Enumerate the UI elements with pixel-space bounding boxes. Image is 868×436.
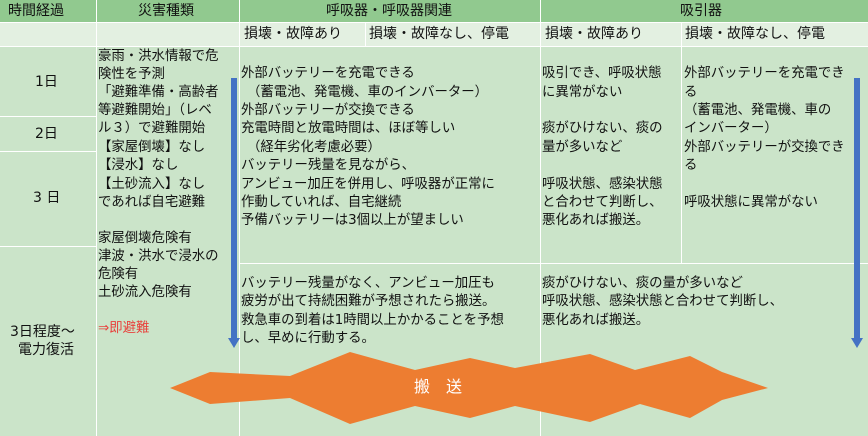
disaster-line: 危険有 — [98, 267, 139, 282]
subheader-suction-ok: 損壊・故障なし、停電 — [685, 26, 825, 42]
time-late-line1: 3日程度～ — [10, 324, 75, 340]
header-disaster: 災害種類 — [138, 3, 194, 19]
suction-damaged-line: 悪化あれば搬送。 — [542, 213, 650, 228]
subheader-suction-ok-cell — [681, 22, 868, 46]
disaster-line: 「避難準備・高齢者 — [98, 85, 219, 100]
grid-line — [0, 22, 868, 23]
disaster-line: であれば自宅避難 — [98, 195, 205, 210]
respirator-bottom-line: 救急車の到着は1時間以上かかることを予想 — [241, 313, 504, 328]
time-day3: 3 日 — [33, 190, 61, 206]
grid-line — [0, 246, 96, 247]
subheader-suction-damaged-cell — [540, 22, 681, 46]
time-day1-cell — [0, 46, 96, 116]
suction-damaged-line: 痰がひけない、痰の — [542, 121, 663, 136]
suction-bottom-line: 痰がひけない、痰の量が多いなど — [542, 276, 743, 291]
transport-burst-icon — [170, 352, 768, 424]
header-respirator: 呼吸器・呼吸器関連 — [326, 3, 452, 19]
disaster-body-cell — [96, 46, 239, 436]
disaster-line: ル３）で避難開始 — [98, 121, 206, 136]
respirator-top-line: 外部バッテリーを充電できる — [241, 66, 415, 81]
suction-ok-line: る — [684, 85, 698, 100]
header-disaster-cell — [96, 0, 239, 22]
grid-line — [540, 0, 541, 436]
suction-ok-line: インバーター） — [684, 121, 778, 136]
time-day2-cell — [0, 116, 96, 151]
suction-damaged-line: と合わせて判断し、 — [542, 195, 663, 210]
grid-line — [0, 151, 96, 152]
evacuate-now: ⇒即避難 — [98, 321, 150, 336]
grid-line — [239, 0, 240, 436]
subheader-resp-ok-cell — [365, 22, 540, 46]
subheader-resp-ok: 損壊・故障なし、停電 — [369, 26, 509, 42]
disaster-line: 【家屋倒壊】なし — [98, 140, 206, 155]
respirator-top-line: アンビュー加圧を併用し、呼吸器が正常に — [241, 177, 495, 192]
disaster-line: 家屋倒壊危険有 — [98, 231, 192, 246]
header-suction-cell — [540, 0, 868, 22]
subheader-suction-damaged: 損壊・故障あり — [545, 26, 643, 42]
time-day3-cell — [0, 151, 96, 246]
disaster-line: 津波・洪水で浸水の — [98, 249, 219, 264]
suction-damaged-line: 吸引でき、呼吸状態 — [542, 66, 662, 81]
respirator-top-line: 予備バッテリーは3個以上が望ましい — [241, 213, 464, 228]
grid-line — [96, 0, 97, 436]
suction-ok-line: 外部バッテリーが交換でき — [684, 140, 845, 155]
grid-line — [365, 22, 366, 46]
header-time-cell — [0, 0, 96, 22]
suction-ok-line: る — [684, 158, 698, 173]
suction-damaged-line: 量が多いなど — [542, 140, 623, 155]
respirator-bottom-line: 疲労が出て持続困難が予想されたら搬送。 — [241, 294, 496, 309]
suction-bottom-line: 呼吸状態、感染状態と合わせて判断し、 — [542, 294, 784, 309]
disaster-line: 険性を予測 — [98, 67, 165, 82]
header-respirator-cell — [239, 0, 540, 22]
grid-line — [239, 263, 868, 264]
grid-line — [0, 46, 868, 47]
subheader-resp-damaged-cell — [239, 22, 365, 46]
respirator-top-line: バッテリー残量を見ながら、 — [241, 158, 416, 173]
suction-ok-line: （蓄電池、発電機、車の — [684, 103, 832, 118]
suction-damaged-cell — [540, 46, 681, 263]
respirator-bottom-line: バッテリー残量がなく、アンビュー加圧も — [241, 276, 495, 291]
suction-ok-line: 呼吸状態に異常がない — [684, 195, 818, 210]
disaster-line: 【土砂流入】なし — [98, 177, 206, 192]
disaster-line: 土砂流入危険有 — [98, 285, 192, 300]
header-suction: 吸引器 — [680, 3, 722, 19]
time-day2: 2日 — [35, 126, 58, 142]
transport-label: 搬 送 — [414, 377, 463, 396]
time-late-cell — [0, 246, 96, 436]
suction-ok-line: 外部バッテリーを充電でき — [684, 66, 845, 81]
respirator-top-line: （経年劣化考慮必要） — [247, 140, 381, 155]
time-late-line2: 電力復活 — [18, 342, 74, 358]
disaster-line: 【浸水】なし — [98, 158, 179, 173]
grid-line — [681, 22, 682, 263]
header-time: 時間経過 — [8, 3, 64, 19]
respirator-top-cell — [239, 46, 540, 263]
time-day1: 1日 — [35, 74, 58, 90]
suction-damaged-line: 呼吸状態、感染状態 — [542, 177, 663, 192]
time-arrow-down-icon — [228, 78, 240, 348]
time-arrow-down-icon — [851, 78, 863, 348]
grid-line — [0, 116, 96, 117]
disaster-line: 豪雨・洪水情報で危 — [98, 49, 219, 64]
respirator-top-line: （蓄電池、発電機、車のインバーター） — [247, 85, 489, 100]
subheader-resp-damaged: 損壊・故障あり — [244, 26, 342, 42]
respirator-bottom-line: し、早めに行動する。 — [241, 331, 375, 346]
subheader-disaster-cell — [96, 22, 239, 46]
suction-damaged-line: に異常がない — [542, 85, 623, 100]
respirator-top-line: 作動していれば、自宅継続 — [241, 195, 402, 210]
disaster-line: 等避難開始」（レベ — [98, 103, 212, 118]
suction-ok-cell — [681, 46, 868, 263]
respirator-top-line: 外部バッテリーが交換できる — [241, 103, 415, 118]
subheader-time-cell — [0, 22, 96, 46]
suction-bottom-line: 悪化あれば搬送。 — [542, 313, 650, 328]
respirator-top-line: 充電時間と放電時間は、ほぼ等しい — [241, 121, 456, 136]
